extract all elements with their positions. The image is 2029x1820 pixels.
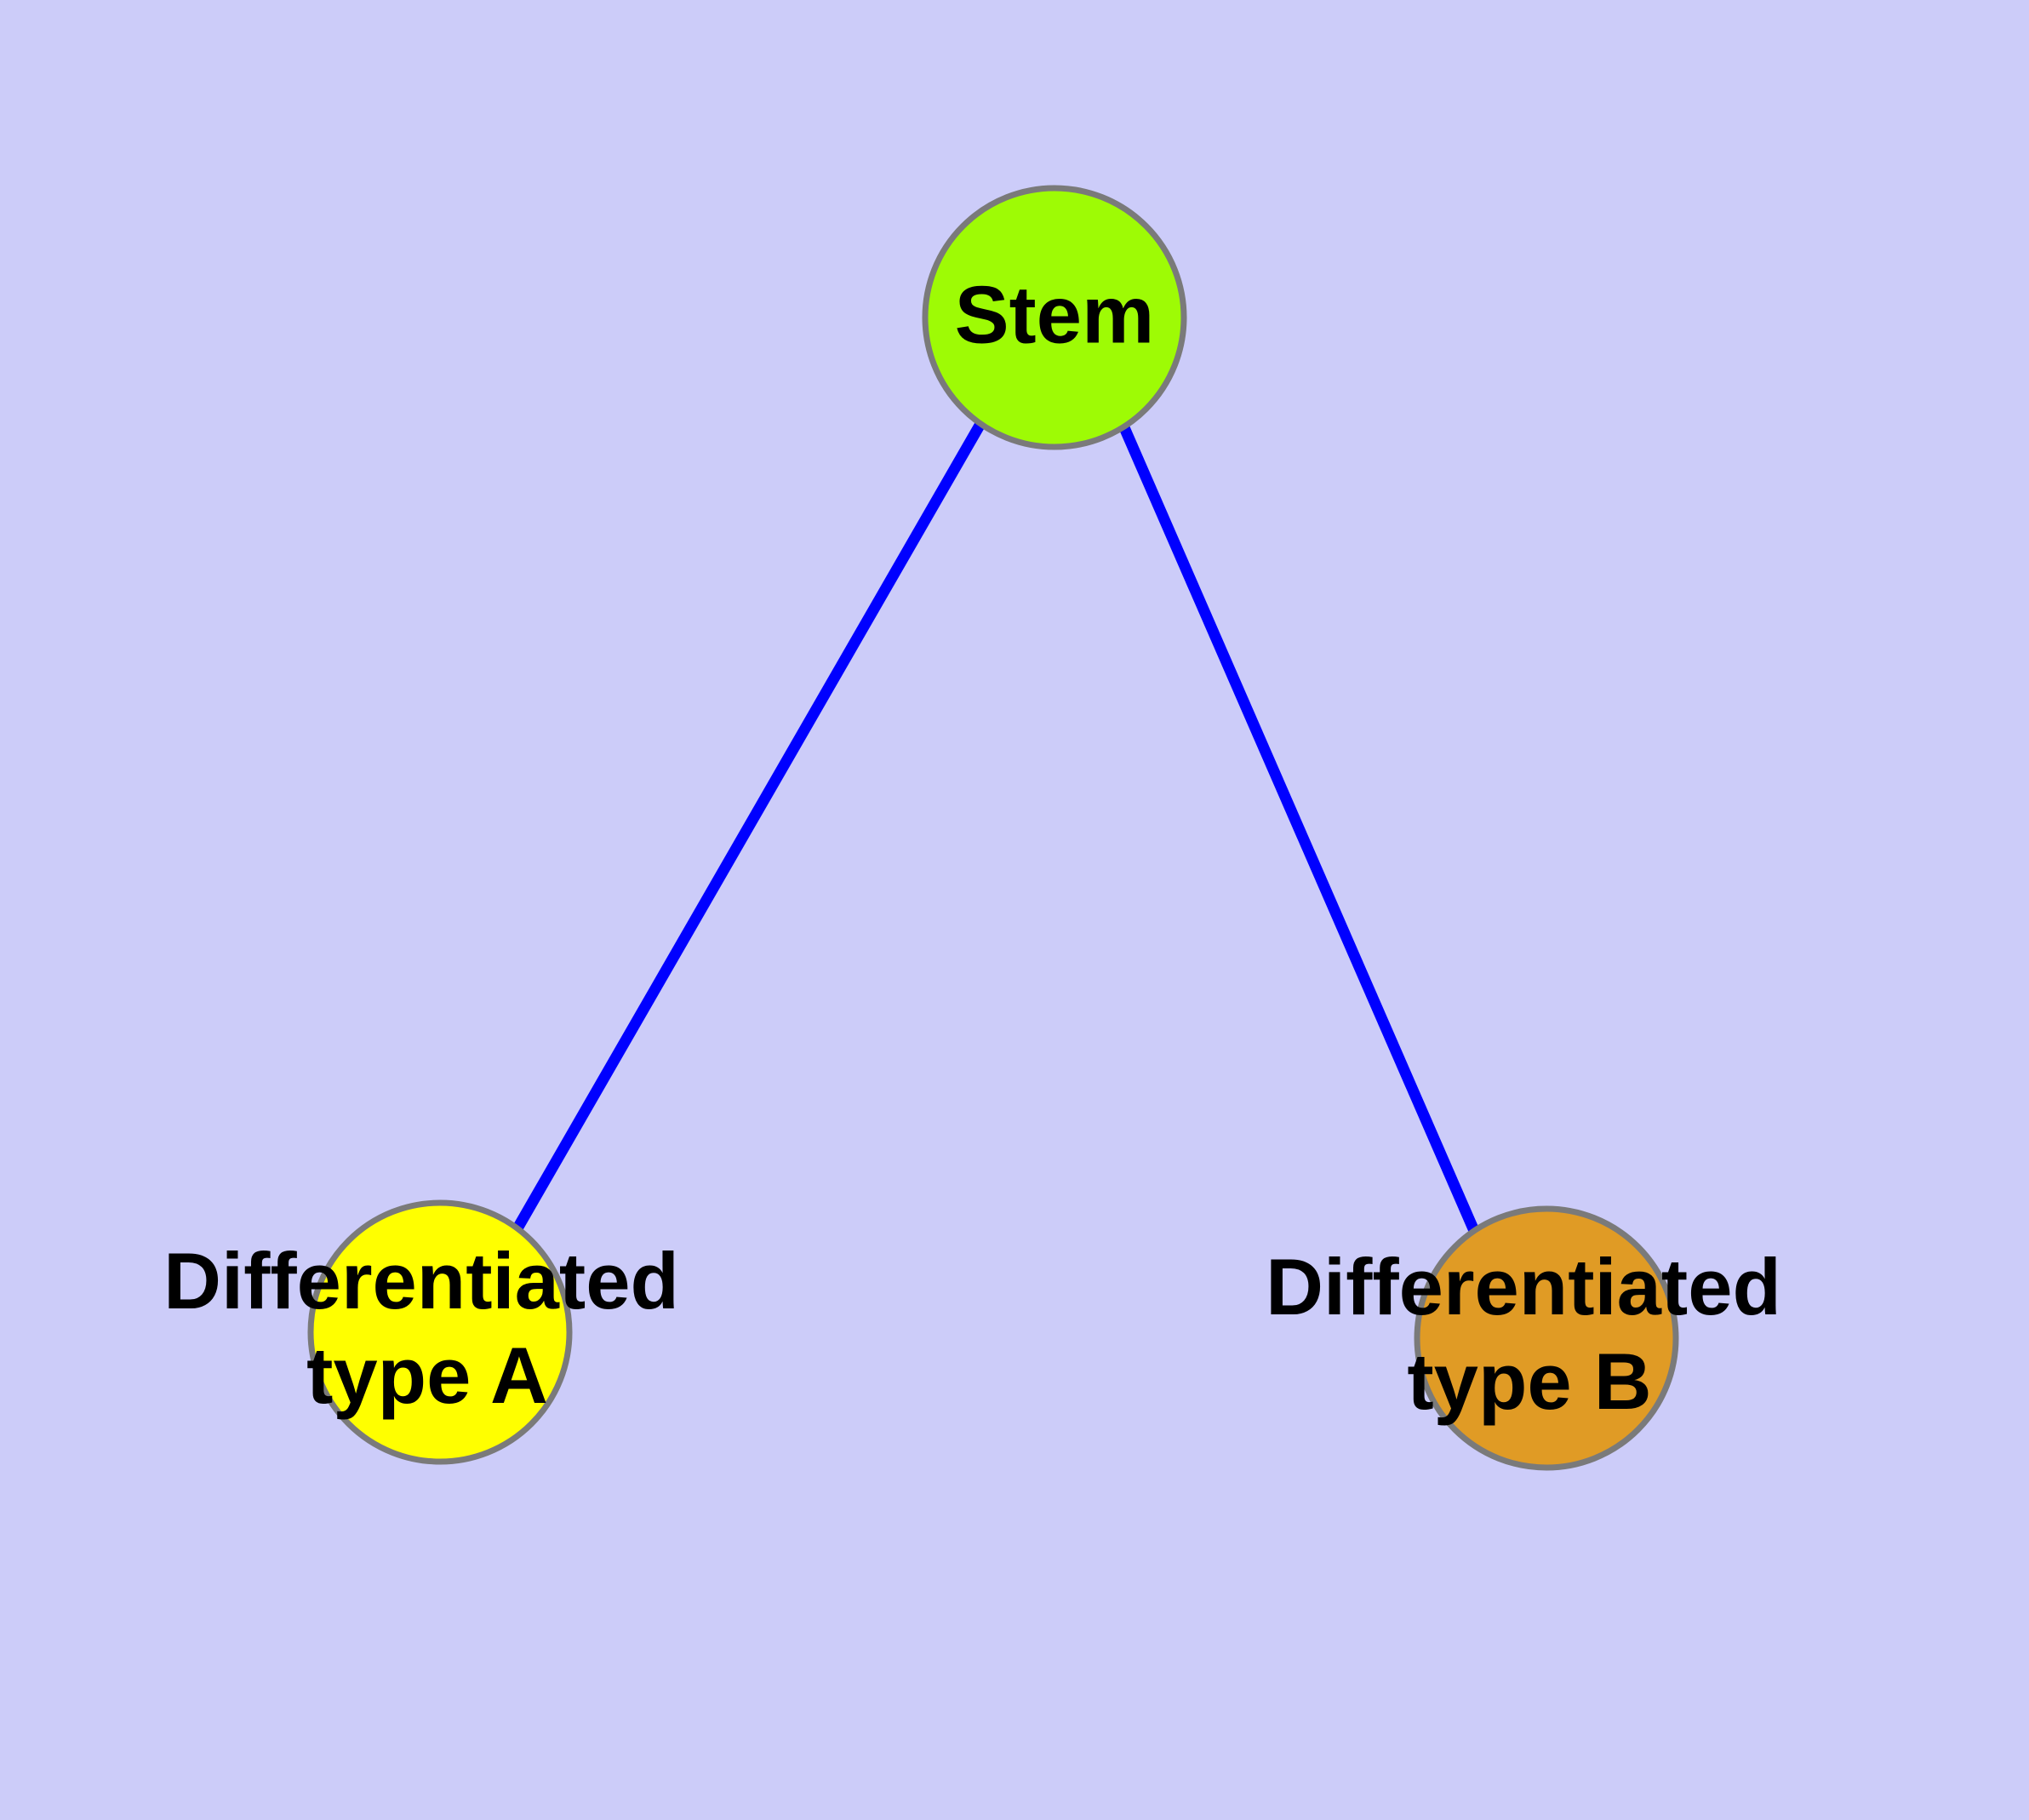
node-stem-label: Stem (955, 269, 1155, 360)
edge-stem-to-differentiated-type-a[interactable] (512, 421, 986, 1232)
node-differentiated-type-a-label-line2: type A (306, 1331, 548, 1420)
edge-stem-to-differentiated-type-b[interactable] (1118, 423, 1480, 1235)
node-group (307, 185, 1679, 1471)
node-differentiated-type-b-circle[interactable] (1414, 1205, 1679, 1471)
edge-group (512, 421, 1480, 1235)
label-group: Stem Differentiated type A Differentiate… (163, 269, 1781, 1425)
node-stem-circle[interactable] (922, 185, 1187, 450)
node-differentiated-type-b-label-line1: Differentiated (1266, 1242, 1781, 1331)
node-differentiated-type-a-label-line1: Differentiated (163, 1236, 679, 1325)
node-differentiated-type-b-label-line2: type B (1407, 1336, 1651, 1426)
node-differentiated-type-a-circle[interactable] (307, 1199, 573, 1465)
